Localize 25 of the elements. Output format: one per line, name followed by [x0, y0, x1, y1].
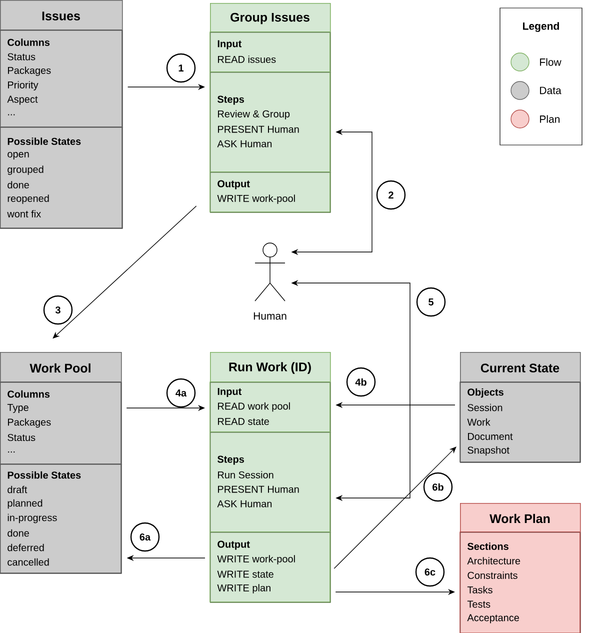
section-box: Input READ work pool READ state	[210, 382, 331, 433]
edge-label: 1	[166, 53, 196, 83]
person-label: Human	[254, 312, 286, 320]
section-box: Sections Architecture Constraints Tasks Tests Acceptance	[460, 532, 581, 633]
legend-label: Flow	[540, 58, 562, 66]
edge-label: 6a	[130, 522, 160, 552]
section-box: Columns Type Packages Status ...	[0, 382, 122, 465]
edge-label: 3	[43, 295, 73, 325]
edge-label: 2	[376, 180, 406, 210]
section-box: Input READ issues	[210, 32, 331, 73]
edge-label: 5	[416, 287, 446, 317]
section-box: Steps Run Session PRESENT Human ASK Human	[210, 432, 331, 533]
section-box: Possible States draft planned in-progress done deferred cancelled	[0, 464, 122, 574]
edge-label: 4a	[166, 378, 196, 408]
edge-label: 6b	[423, 472, 453, 502]
edge-label: 6c	[415, 557, 445, 587]
legend-label: Data	[540, 86, 562, 94]
section-box: Columns Status Packages Priority Aspect ...	[0, 30, 123, 128]
edge-label: 4b	[346, 367, 376, 397]
arrow	[334, 446, 456, 569]
section-box: Objects Session Work Document Snapshot	[460, 382, 581, 463]
section-box: Output WRITE work-pool WRITE state WRITE plan	[210, 532, 331, 603]
section-box: Possible States open grouped done reopened wont fix	[0, 126, 123, 229]
legend-label: Plan	[540, 115, 560, 123]
section-box: Output WRITE work-pool	[210, 172, 331, 213]
